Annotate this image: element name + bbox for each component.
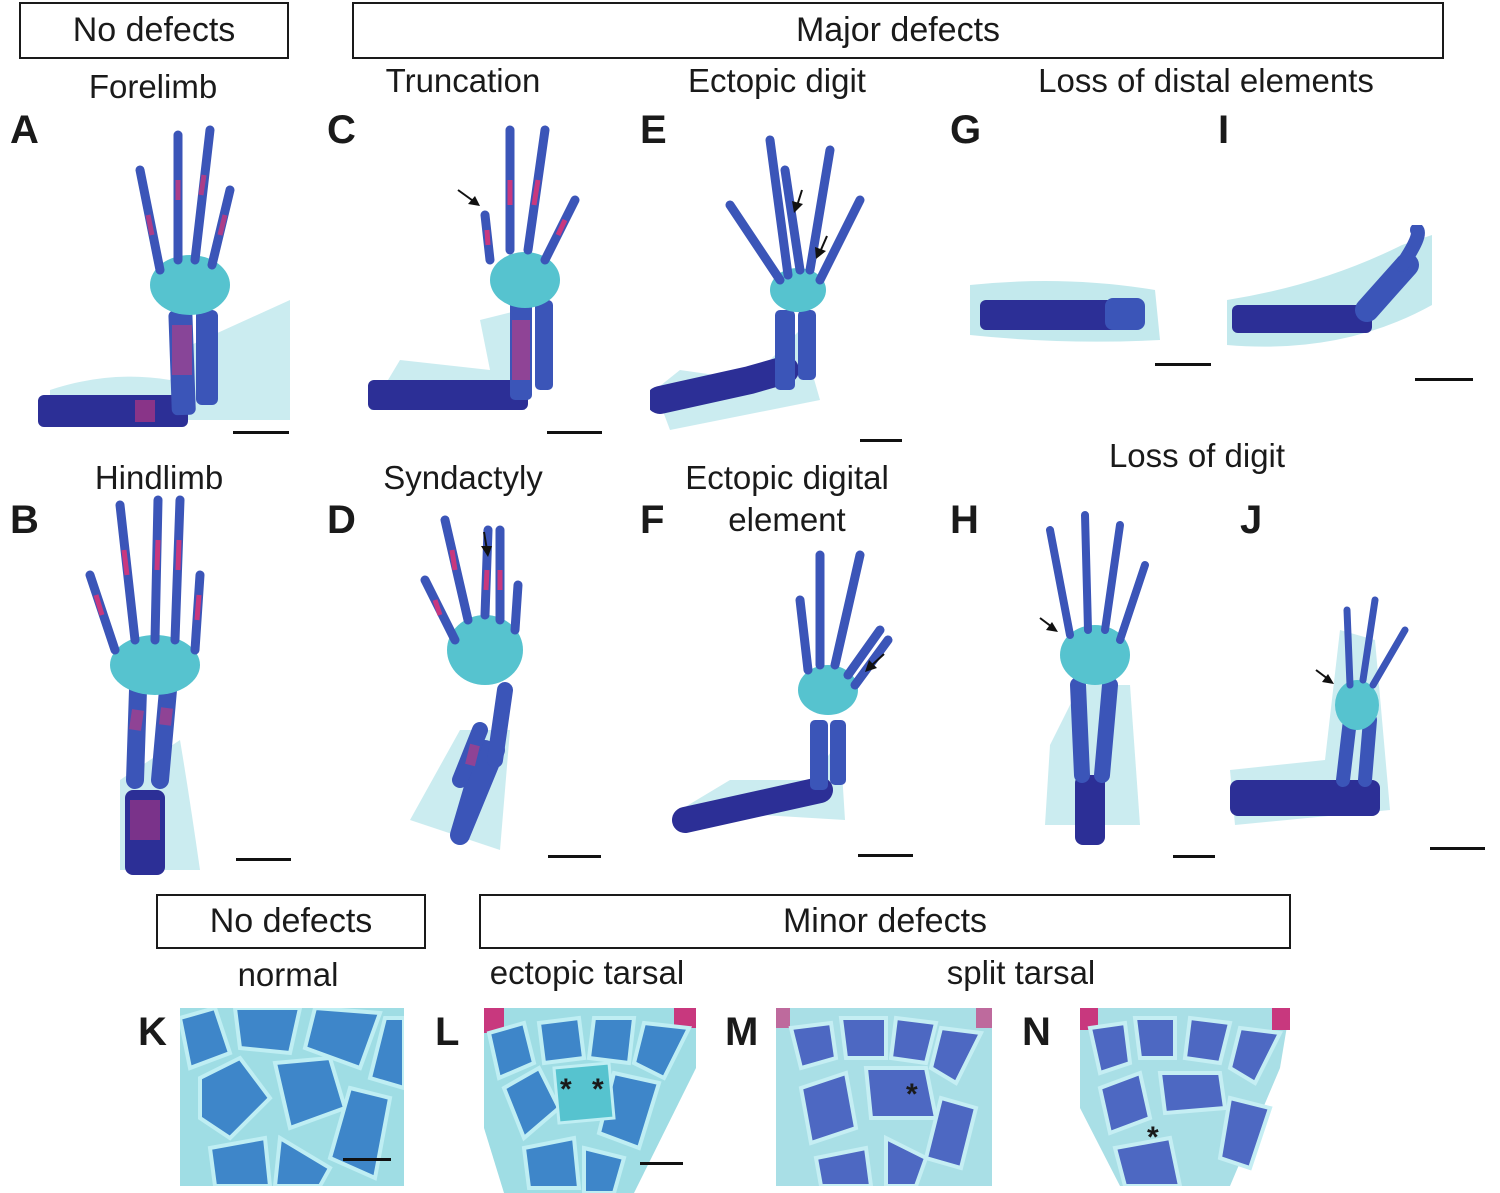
scalebar-b bbox=[236, 858, 291, 861]
panel-letter-n: N bbox=[1022, 1010, 1051, 1054]
header-no-defects-top: No defects bbox=[19, 2, 289, 59]
panel-d-syndactyly bbox=[400, 490, 630, 880]
panel-letter-h: H bbox=[950, 498, 979, 542]
scalebar-a bbox=[233, 431, 289, 434]
panel-f-ectopic-element bbox=[670, 540, 920, 840]
panel-letter-c: C bbox=[327, 108, 356, 152]
panel-k-normal bbox=[180, 1008, 404, 1186]
arrow-f bbox=[865, 653, 885, 672]
panel-letter-f: F bbox=[640, 498, 665, 542]
panel-letter-j: J bbox=[1240, 498, 1263, 542]
panel-letter-a: A bbox=[10, 108, 39, 152]
caption-loss-distal: Loss of distal elements bbox=[1038, 62, 1374, 99]
panel-b-hindlimb bbox=[40, 480, 310, 880]
caption-normal: normal bbox=[237, 956, 339, 993]
arrow-c bbox=[457, 189, 480, 206]
header-no-defects-bottom: No defects bbox=[156, 894, 426, 949]
caption-hindlimb: Hindlimb bbox=[94, 459, 224, 496]
caption-forelimb: Forelimb bbox=[88, 68, 218, 105]
caption-truncation: Truncation bbox=[385, 62, 541, 99]
scalebar-c bbox=[547, 431, 602, 434]
panel-letter-b: B bbox=[10, 498, 39, 542]
header-no-defects-bottom-text: No defects bbox=[209, 902, 373, 940]
panel-e-ectopic-digit bbox=[650, 130, 910, 450]
header-minor-defects: Minor defects bbox=[479, 894, 1291, 949]
panel-letter-i: I bbox=[1218, 108, 1230, 152]
caption-split-tarsal: split tarsal bbox=[946, 954, 1096, 991]
panel-letter-m: M bbox=[725, 1010, 759, 1054]
caption-ectopic-digital-2: element bbox=[728, 501, 846, 538]
scalebar-d bbox=[548, 855, 601, 858]
arrow-e-1 bbox=[792, 189, 803, 213]
asterisk-m: * bbox=[906, 1078, 918, 1111]
caption-ectopic-digit: Ectopic digit bbox=[688, 62, 866, 99]
header-minor-defects-text: Minor defects bbox=[782, 902, 988, 940]
caption-ectopic-digital-1: Ectopic digital bbox=[685, 459, 889, 496]
panel-letter-e: E bbox=[640, 108, 667, 152]
scalebar-h bbox=[1173, 855, 1215, 858]
asterisk-n: * bbox=[1147, 1121, 1159, 1154]
header-major-defects: Major defects bbox=[352, 2, 1444, 59]
panel-letter-l: L bbox=[435, 1010, 460, 1054]
asterisk-l-1: * bbox=[560, 1073, 572, 1106]
scalebar-g bbox=[1155, 363, 1211, 366]
scalebar-f bbox=[858, 854, 913, 857]
panel-n-split-tarsal bbox=[1080, 1008, 1290, 1186]
scalebar-k bbox=[343, 1158, 391, 1161]
scalebar-i bbox=[1415, 378, 1473, 381]
panel-letter-k: K bbox=[138, 1010, 167, 1054]
panel-letter-g: G bbox=[950, 108, 982, 152]
arrow-j bbox=[1315, 669, 1334, 684]
scalebar-l bbox=[640, 1162, 683, 1165]
panel-letter-d: D bbox=[327, 498, 356, 542]
caption-loss-digit: Loss of digit bbox=[1108, 437, 1286, 474]
scalebar-j bbox=[1430, 847, 1485, 850]
arrow-e-2 bbox=[815, 235, 828, 259]
panel-c-truncation bbox=[360, 120, 630, 450]
panel-j-loss-digit bbox=[1225, 540, 1455, 845]
panel-l-ectopic-tarsal bbox=[484, 1008, 696, 1193]
caption-syndactyly: Syndactyly bbox=[383, 459, 543, 496]
scalebar-e bbox=[860, 439, 902, 442]
panel-m-split-tarsal bbox=[776, 1008, 992, 1186]
header-major-defects-text: Major defects bbox=[795, 11, 1001, 49]
arrow-h bbox=[1039, 617, 1058, 632]
panel-a-forelimb bbox=[30, 120, 300, 450]
header-no-defects-top-text: No defects bbox=[72, 11, 236, 49]
asterisk-l-2: * bbox=[592, 1073, 604, 1106]
arrow-d bbox=[481, 531, 492, 557]
panel-i-loss-distal bbox=[1222, 225, 1452, 365]
caption-ectopic-tarsal: ectopic tarsal bbox=[489, 954, 685, 991]
panel-h-loss-digit bbox=[1030, 505, 1180, 850]
panel-g-loss-distal bbox=[965, 270, 1175, 350]
